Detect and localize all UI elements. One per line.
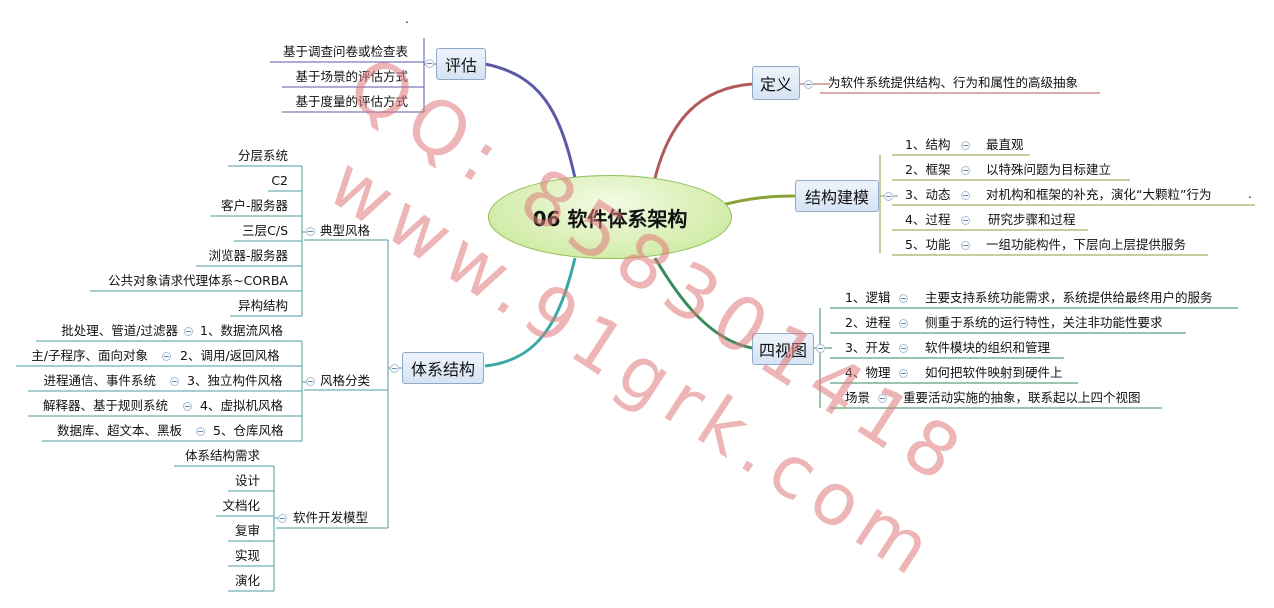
topic-pinggu[interactable]: 评估 <box>436 48 486 80</box>
collapse-icon[interactable] <box>961 141 970 150</box>
leaf-kaifa-4[interactable]: 复审 <box>234 523 260 538</box>
leaf-fengge-2-name[interactable]: 2、调用/返回风格 <box>180 348 280 363</box>
leaf-fengge-4-name[interactable]: 4、虚拟机风格 <box>200 398 283 413</box>
subtopic-dianxing[interactable]: 典型风格 <box>320 223 371 238</box>
leaf-sishitu-1-desc[interactable]: 主要支持系统功能需求，系统提供给最终用户的服务 <box>925 290 1213 305</box>
leaf-sishitu-3-name[interactable]: 3、开发 <box>845 340 891 355</box>
collapse-icon[interactable] <box>961 191 970 200</box>
leaf-kaifa-1[interactable]: 体系结构需求 <box>184 448 260 463</box>
leaf-fengge-1-name[interactable]: 1、数据流风格 <box>200 323 283 338</box>
collapse-icon[interactable] <box>816 344 825 353</box>
collapse-icon[interactable] <box>278 514 287 523</box>
topic-dingyi-label: 定义 <box>759 75 792 94</box>
leaf-fengge-5-name[interactable]: 5、仓库风格 <box>213 423 284 438</box>
leaf-jiegou-1-name[interactable]: 1、结构 <box>905 137 951 152</box>
collapse-icon[interactable] <box>162 352 171 361</box>
leaf-dianxing-5[interactable]: 浏览器-服务器 <box>208 248 288 263</box>
central-topic-label: 06 软件体系架构 <box>532 206 688 231</box>
leaf-pinggu-3[interactable]: 基于度量的评估方式 <box>295 94 408 109</box>
leaf-dingyi-1[interactable]: 为软件系统提供结构、行为和属性的高级抽象 <box>828 75 1079 90</box>
topic-pinggu-label: 评估 <box>444 56 477 75</box>
collapse-icon[interactable] <box>899 369 908 378</box>
leaf-dianxing-1[interactable]: 分层系统 <box>237 148 288 163</box>
collapse-icon[interactable] <box>884 192 893 201</box>
leaf-dianxing-4[interactable]: 三层C/S <box>242 223 288 238</box>
leaf-dianxing-3[interactable]: 客户-服务器 <box>220 198 288 213</box>
leaf-sishitu-2-name[interactable]: 2、进程 <box>845 315 891 330</box>
stray-mark: . <box>405 12 409 26</box>
topic-tixijiegou-label: 体系结构 <box>410 360 475 379</box>
leaf-jiegou-4-desc[interactable]: 研究步骤和过程 <box>988 212 1076 227</box>
leaf-dianxing-2[interactable]: C2 <box>271 173 288 188</box>
leaf-sishitu-2-desc[interactable]: 侧重于系统的运行特性，关注非功能性要求 <box>925 315 1163 330</box>
collapse-icon[interactable] <box>184 327 193 336</box>
leaf-fengge-5-desc[interactable]: 数据库、超文本、黑板 <box>56 423 182 438</box>
leaf-jiegou-5-name[interactable]: 5、功能 <box>905 237 951 252</box>
leaf-kaifa-2[interactable]: 设计 <box>234 473 260 488</box>
leaf-sishitu-5-name[interactable]: 场景 <box>845 390 871 405</box>
leaf-pinggu-2[interactable]: 基于场景的评估方式 <box>295 69 408 84</box>
subtopic-kaifa[interactable]: 软件开发模型 <box>293 510 369 525</box>
leaf-sishitu-3-desc[interactable]: 软件模块的组织和管理 <box>925 340 1051 355</box>
stray-mark: . <box>1248 187 1252 201</box>
collapse-icon[interactable] <box>183 402 192 411</box>
topic-tixijiegou[interactable]: 体系结构 <box>402 352 484 384</box>
leaf-jiegou-3-name[interactable]: 3、动态 <box>905 187 951 202</box>
collapse-icon[interactable] <box>804 80 813 89</box>
leaf-sishitu-4-name[interactable]: 4、物理 <box>845 365 891 380</box>
leaf-sishitu-1-name[interactable]: 1、逻辑 <box>845 290 891 305</box>
leaf-jiegou-2-name[interactable]: 2、框架 <box>905 162 951 177</box>
leaf-fengge-3-desc[interactable]: 进程通信、事件系统 <box>43 373 156 388</box>
collapse-icon[interactable] <box>899 294 908 303</box>
leaf-dianxing-6[interactable]: 公共对象请求代理体系~CORBA <box>108 273 288 288</box>
leaf-kaifa-6[interactable]: 演化 <box>234 573 260 588</box>
leaf-kaifa-3[interactable]: 文档化 <box>222 498 260 513</box>
subtopic-fengge[interactable]: 风格分类 <box>320 373 371 388</box>
collapse-icon[interactable] <box>390 364 399 373</box>
topic-jiegoujianmo[interactable]: 结构建模 <box>795 180 879 212</box>
topic-sishitu-label: 四视图 <box>758 341 807 360</box>
leaf-fengge-1-desc[interactable]: 批处理、管道/过滤器 <box>61 323 178 338</box>
topic-dingyi[interactable]: 定义 <box>752 66 800 100</box>
leaf-fengge-2-desc[interactable]: 主/子程序、面向对象 <box>31 348 148 363</box>
leaf-pinggu-1[interactable]: 基于调查问卷或检查表 <box>282 44 408 59</box>
leaf-kaifa-5[interactable]: 实现 <box>234 548 260 563</box>
collapse-icon[interactable] <box>899 319 908 328</box>
topic-jiegoujianmo-label: 结构建模 <box>804 188 869 207</box>
leaf-jiegou-5-desc[interactable]: 一组功能构件，下层向上层提供服务 <box>986 237 1187 252</box>
collapse-icon[interactable] <box>425 59 434 68</box>
leaf-fengge-4-desc[interactable]: 解释器、基于规则系统 <box>42 398 168 413</box>
leaf-dianxing-7[interactable]: 异构结构 <box>237 298 288 313</box>
leaf-sishitu-4-desc[interactable]: 如何把软件映射到硬件上 <box>925 365 1063 380</box>
leaf-jiegou-2-desc[interactable]: 以特殊问题为目标建立 <box>986 162 1112 177</box>
collapse-icon[interactable] <box>196 427 205 436</box>
leaf-fengge-3-name[interactable]: 3、独立构件风格 <box>187 373 283 388</box>
collapse-icon[interactable] <box>899 344 908 353</box>
leaf-jiegou-4-name[interactable]: 4、过程 <box>905 212 951 227</box>
collapse-icon[interactable] <box>306 227 315 236</box>
collapse-icon[interactable] <box>170 377 179 386</box>
collapse-icon[interactable] <box>961 216 970 225</box>
leaf-jiegou-3-desc[interactable]: 对机构和框架的补充，演化“大颗粒”行为 <box>986 187 1212 202</box>
collapse-icon[interactable] <box>306 377 315 386</box>
central-topic[interactable]: 06 软件体系架构 <box>488 175 732 259</box>
leaf-sishitu-5-desc[interactable]: 重要活动实施的抽象，联系起以上四个视图 <box>903 390 1141 405</box>
collapse-icon[interactable] <box>961 241 970 250</box>
collapse-icon[interactable] <box>961 166 970 175</box>
collapse-icon[interactable] <box>878 394 887 403</box>
leaf-jiegou-1-desc[interactable]: 最直观 <box>986 137 1024 152</box>
topic-sishitu[interactable]: 四视图 <box>752 333 814 365</box>
